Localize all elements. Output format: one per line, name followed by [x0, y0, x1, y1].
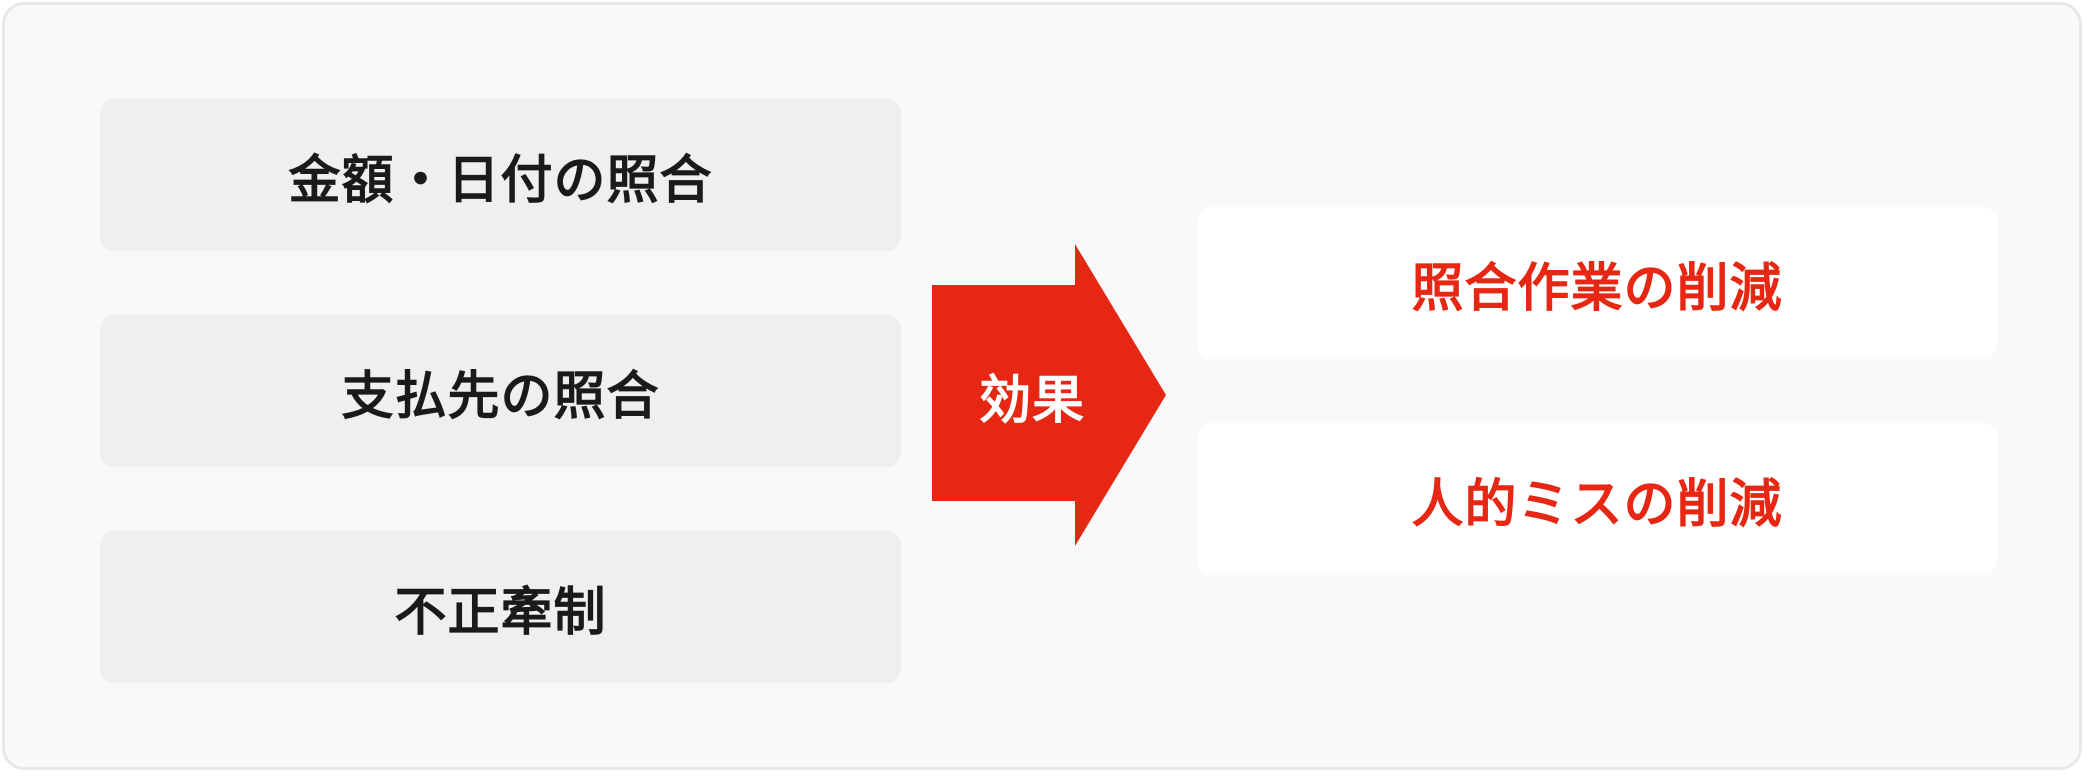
source-label: 不正牽制 [394, 582, 607, 643]
source-box-amount-date: 金額・日付の照合 [100, 99, 901, 251]
outcome-label: 人的ミスの削減 [1411, 474, 1783, 535]
effect-arrow-icon [932, 244, 1166, 546]
source-label: 金額・日付の照合 [288, 150, 713, 211]
arrow-shape [932, 244, 1166, 546]
outcome-box-human-error: 人的ミスの削減 [1197, 423, 1997, 575]
source-box-fraud-prevention: 不正牽制 [100, 531, 901, 683]
source-label: 支払先の照合 [341, 366, 660, 427]
outcome-box-reconciliation: 照合作業の削減 [1197, 207, 1997, 359]
effect-arrow-label: 効果 [978, 370, 1085, 431]
source-box-payee: 支払先の照合 [100, 315, 901, 467]
outcome-label: 照合作業の削減 [1411, 258, 1783, 319]
